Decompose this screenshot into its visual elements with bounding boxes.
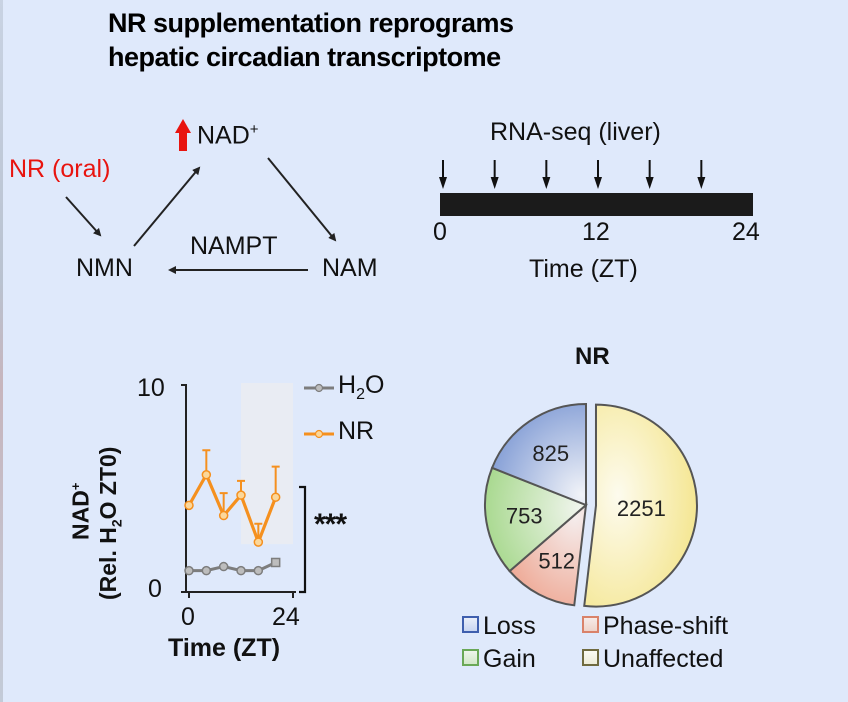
pie-label-loss: 825 xyxy=(532,441,569,466)
data-point xyxy=(253,565,264,576)
nampt-enzyme-label: NAMPT xyxy=(190,232,278,260)
pie-slice-loss xyxy=(490,402,587,507)
pie-label-gain: 753 xyxy=(506,503,543,528)
arrow-nad-to-nam xyxy=(267,157,337,242)
data-point xyxy=(236,490,246,500)
data-point xyxy=(270,492,281,502)
figure-title: NR supplementation reprograms hepatic ci… xyxy=(108,6,514,74)
data-point xyxy=(184,565,194,576)
series-nr xyxy=(184,449,281,547)
timeline-graphic xyxy=(439,160,753,216)
data-point xyxy=(218,510,229,521)
y-axis xyxy=(181,384,187,592)
xtick-label-24: 24 xyxy=(272,603,300,631)
timeline-tick-12: 12 xyxy=(582,218,610,246)
legend-swatch-loss xyxy=(462,616,479,633)
pie-label-unaffected: 2251 xyxy=(617,496,666,521)
nad-label: NAD+ xyxy=(197,121,259,150)
nam-label: NAM xyxy=(322,254,378,282)
data-point xyxy=(201,470,212,480)
legend-h2o-label: H2O xyxy=(338,371,385,403)
pie-plot: 2251 512 753 825 xyxy=(484,402,698,608)
data-point xyxy=(184,500,194,511)
timeline-tick-0: 0 xyxy=(433,218,447,246)
timeline-tick-24: 24 xyxy=(732,218,760,246)
pie-label-phase-shift: 512 xyxy=(538,548,575,573)
pathway-arrows xyxy=(65,119,337,274)
series-h2o xyxy=(184,557,281,576)
timeline-title: RNA-seq (liver) xyxy=(490,118,661,146)
data-point xyxy=(236,565,246,576)
nmn-label: NMN xyxy=(76,254,133,282)
title-line-1: NR supplementation reprograms xyxy=(108,8,514,38)
sample-arrow-icon xyxy=(645,160,654,189)
sample-arrow-icon xyxy=(490,160,499,189)
ytick-label-10: 10 xyxy=(137,374,165,402)
xtick-label-0: 0 xyxy=(181,603,195,631)
timeline-xlabel: Time (ZT) xyxy=(529,255,638,283)
arrow-nr-to-nmn xyxy=(65,196,102,237)
error-bar xyxy=(271,465,280,498)
legend-swatch-gain xyxy=(462,649,479,666)
data-point xyxy=(270,557,281,568)
significance-stars: *** xyxy=(314,508,347,541)
timeline-bar xyxy=(440,193,753,216)
x-axis xyxy=(181,591,296,598)
sample-arrow-icon xyxy=(542,160,551,189)
arrow-nmn-to-nad xyxy=(133,166,201,247)
sample-arrow-icon xyxy=(697,160,706,189)
title-line-2: hepatic circadian transcriptome xyxy=(108,42,501,72)
legend-swatch-phase-shift xyxy=(582,616,599,633)
sample-arrow-icon xyxy=(439,160,447,189)
pie-slice-gain xyxy=(484,466,588,573)
nr-oral-label: NR (oral) xyxy=(9,155,111,183)
line-chart-xlabel: Time (ZT) xyxy=(168,634,281,662)
legend-nr-label: NR xyxy=(338,417,375,445)
legend-item-phase-shift: Phase-shift xyxy=(582,612,728,641)
legend-glyph-nr xyxy=(304,429,334,439)
nad-increase-arrow-icon xyxy=(175,119,191,151)
legend-glyph-h2o xyxy=(304,383,334,393)
legend-item-gain: Gain xyxy=(462,645,536,674)
ytick-label-0: 0 xyxy=(148,575,162,603)
pie-slice-unaffected xyxy=(583,403,698,608)
data-point xyxy=(218,561,229,572)
legend-item-unaffected: Unaffected xyxy=(582,645,723,674)
data-point xyxy=(201,565,212,576)
pie-slice-phase-shift xyxy=(508,502,588,607)
significance-bracket xyxy=(299,485,307,594)
series-line xyxy=(187,471,278,547)
pie-title: NR xyxy=(575,343,610,370)
legend-swatch-unaffected xyxy=(582,649,599,666)
sample-arrow-icon xyxy=(594,160,602,189)
data-point xyxy=(253,537,264,547)
legend-item-loss: Loss xyxy=(462,612,536,641)
left-edge-strip xyxy=(0,0,3,702)
